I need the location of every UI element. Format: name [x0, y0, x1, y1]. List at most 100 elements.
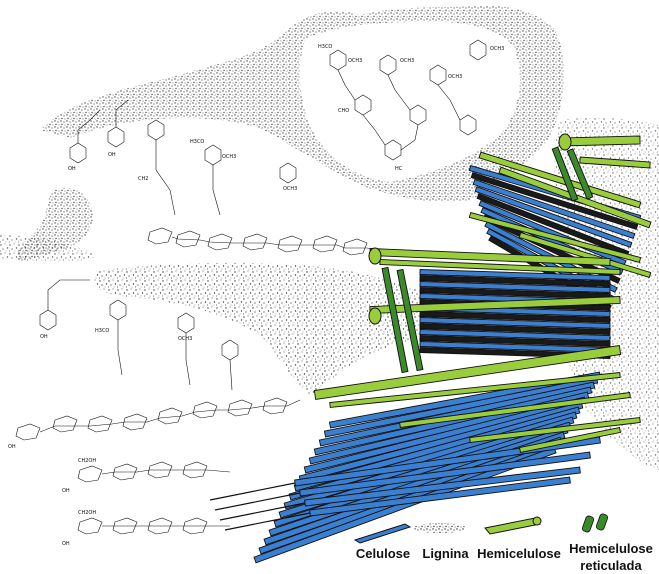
- legend: [353, 513, 609, 544]
- side-chain: [117, 320, 123, 376]
- legend-crosslinked-hemicellulose-label: Hemicelulose reticulada: [569, 541, 653, 573]
- phenyl-ring: [459, 114, 477, 136]
- hemicellulose-end-cap: [558, 133, 572, 151]
- hemicellulose-strand: [469, 417, 641, 443]
- pyranose-ring: [77, 517, 103, 535]
- pyranose-ring: [342, 238, 368, 256]
- cellulose-fibril: [419, 287, 611, 299]
- cellulose-fibril: [419, 269, 611, 281]
- phenyl-ring: [147, 119, 165, 141]
- pyranose-ring: [182, 517, 208, 535]
- crosslinked-hemicellulose: [381, 266, 409, 374]
- side-chain: [212, 165, 221, 216]
- chemical-labels: OH OH H3CO OCH3 OCH3 OH H3CO OCH3 CH2 CH…: [8, 44, 504, 547]
- aldehyde-label: CHO: [338, 108, 349, 114]
- crosslinked-hemicellulose: [566, 148, 594, 200]
- phenyl-ring: [279, 162, 297, 184]
- side-chain: [155, 140, 176, 216]
- pyranose-ring: [207, 233, 233, 251]
- phenyl-ring: [204, 144, 222, 166]
- hydroxymethyl-label: CH2OH: [78, 458, 96, 464]
- phenyl-ring: [354, 94, 372, 116]
- side-chain: [229, 359, 233, 391]
- legend-cellulose-label: Celulose: [355, 546, 411, 561]
- methoxy-label: OCH3: [222, 154, 236, 160]
- cellulose-fibril: [476, 193, 630, 257]
- cellulose-fibril: [419, 317, 611, 329]
- side-chain: [77, 109, 101, 143]
- pyranose-ring: [52, 415, 78, 433]
- hydroxyl-label: OH: [62, 541, 70, 547]
- pyranose-ring: [147, 227, 173, 245]
- hemicellulose-strand: [518, 427, 622, 453]
- cellulose-fibril: [474, 186, 633, 248]
- methoxy-label: OCH3: [283, 186, 297, 192]
- side-chain: [387, 74, 411, 111]
- glycosidic-chain: [39, 399, 301, 433]
- methoxy-label: H3CO: [95, 328, 109, 334]
- hydroxyl-label: OH: [40, 334, 48, 340]
- legend-hemicellulose-label: Hemicelulose: [477, 546, 561, 561]
- side-chain: [115, 99, 129, 127]
- lignin-left-wisp: [0, 235, 100, 262]
- pyranose-ring: [182, 461, 208, 479]
- legend-crosslinked-swatch: [581, 513, 609, 533]
- phenyl-ring: [69, 142, 87, 164]
- hemicellulose-layer: [313, 133, 652, 453]
- cellulose-fibrils: [209, 165, 642, 564]
- methoxy-label: OCH3: [490, 46, 504, 52]
- hydroxymethyl-label: CH2OH: [78, 510, 96, 516]
- crosslinked-hemicellulose: [551, 146, 579, 202]
- methoxy-label: H3CO: [190, 139, 204, 145]
- side-chain: [337, 69, 356, 101]
- phenyl-ring: [177, 312, 195, 334]
- legend-hemicellulose-swatch: [484, 516, 542, 535]
- pyranose-ring: [192, 401, 218, 419]
- phenyl-ring: [384, 139, 402, 161]
- side-chain: [437, 84, 461, 121]
- methoxy-label: OCH3: [178, 336, 192, 342]
- legend-lignin-label: Lignina: [422, 546, 469, 561]
- side-chain: [362, 114, 386, 146]
- carbonyl-label: HC: [395, 166, 403, 172]
- side-chain: [185, 333, 191, 386]
- hydroxyl-label: OH: [8, 444, 16, 450]
- pyranose-ring: [112, 463, 138, 481]
- hemicellulose-end-cap: [368, 307, 382, 325]
- side-chain: [47, 279, 90, 310]
- methylene-label: CH2: [138, 176, 148, 182]
- hemicellulose-strand: [399, 392, 631, 428]
- cellulose-fibril: [419, 281, 611, 293]
- cellulose-chain-tail: [219, 502, 306, 521]
- hydroxyl-label: OH: [62, 488, 70, 494]
- methoxy-label: H3CO: [318, 44, 332, 50]
- legend-cellulose-swatch: [353, 523, 412, 544]
- hemicellulose-end-cap: [368, 247, 382, 265]
- cellulose-fibril: [323, 376, 599, 438]
- phenyl-ring: [221, 339, 239, 361]
- cellulose-fibril: [470, 172, 639, 230]
- hydroxyl-label: OH: [108, 152, 116, 158]
- hemicellulose-strand: [329, 372, 621, 408]
- cellulose-fibril: [419, 275, 611, 287]
- methoxy-label: OCH3: [448, 74, 462, 80]
- phenyl-ring: [429, 64, 447, 86]
- lignin-chemical-structures: [15, 39, 487, 535]
- phenyl-ring: [107, 126, 125, 148]
- cellulose-chain-tail: [224, 512, 311, 531]
- pyranose-ring: [147, 461, 173, 479]
- cellulose-fibril: [419, 335, 611, 347]
- methoxy-label: OCH3: [400, 58, 414, 64]
- glycosidic-chain: [171, 236, 379, 251]
- phenyl-ring: [329, 49, 347, 71]
- cellulose-fibril: [253, 446, 557, 564]
- pyranose-ring: [312, 235, 338, 253]
- pyranose-ring: [262, 397, 288, 415]
- pyranose-ring: [87, 415, 113, 433]
- hydroxyl-label: OH: [68, 166, 76, 172]
- pyranose-ring: [277, 235, 303, 253]
- crosslinked-hemicellulose: [396, 268, 424, 372]
- side-chain: [400, 124, 419, 151]
- cellulose-fibril: [419, 329, 611, 341]
